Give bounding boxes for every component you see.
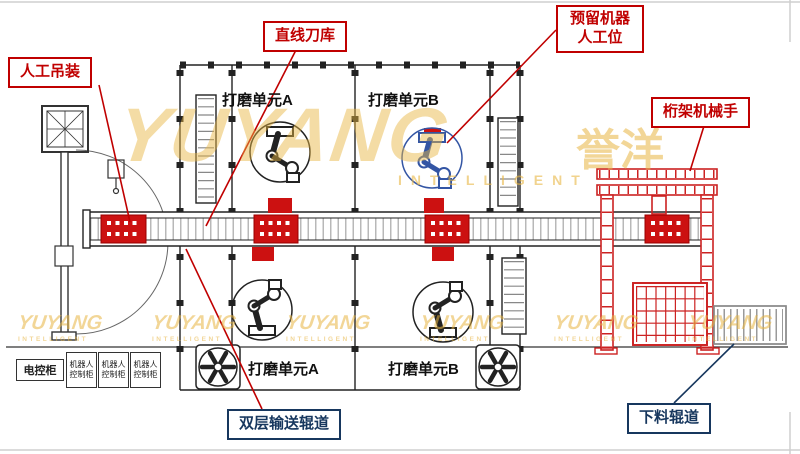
robot-bases [252,128,454,261]
truss-gantry [594,168,720,355]
robot-control-cabinet-3: 机器人 控制柜 [130,352,161,388]
leader-linear-tool-magazine [205,49,297,227]
fan-unit-b [476,345,520,389]
leader-manual-hoist [98,84,131,223]
area-label-unit-b-bottom: 打磨单元B [388,361,459,378]
leader-unloading-roller [673,343,735,404]
area-label-unit-a-top: 打磨单元A [222,92,293,109]
robot-control-cabinet-1: 机器人 控制柜 [66,352,97,388]
leader-reserved-robot [446,29,557,144]
robot-control-cabinet-2: 机器人 控制柜 [98,352,129,388]
callout-reserved-robot-station: 预留机器 人工位 [556,5,645,53]
callout-manual-hoist: 人工吊装 [8,57,93,88]
unloading-roller-conveyor [713,305,787,345]
area-label-unit-a-bottom: 打磨单元A [248,361,319,378]
callout-double-layer-conveyor: 双层输送辊道 [227,409,342,440]
tool-magazine-rack [195,94,527,335]
callout-reserved-robot-line2: 人工位 [577,28,623,46]
leader-truss-manipulator [689,125,705,172]
robot-unit-a-bottom [232,280,292,340]
callout-reserved-robot-line1: 预留机器 [570,10,631,27]
area-label-unit-b-top: 打磨单元B [368,92,439,109]
robot-unit-b-bottom [413,282,473,342]
callout-linear-tool-magazine: 直线刀库 [263,21,348,52]
leader-double-layer-conveyor [185,248,263,410]
callout-truss-manipulator: 桁架机械手 [651,97,751,128]
robot-unit-a-top [250,122,310,182]
leader-lines [98,29,735,410]
callout-unloading-roller: 下料辊道 [627,403,712,434]
pallet-stations [100,214,690,244]
electric-control-cabinet: 电控柜 [16,359,64,381]
main-conveyor [82,209,703,249]
fan-unit-a [196,345,240,389]
